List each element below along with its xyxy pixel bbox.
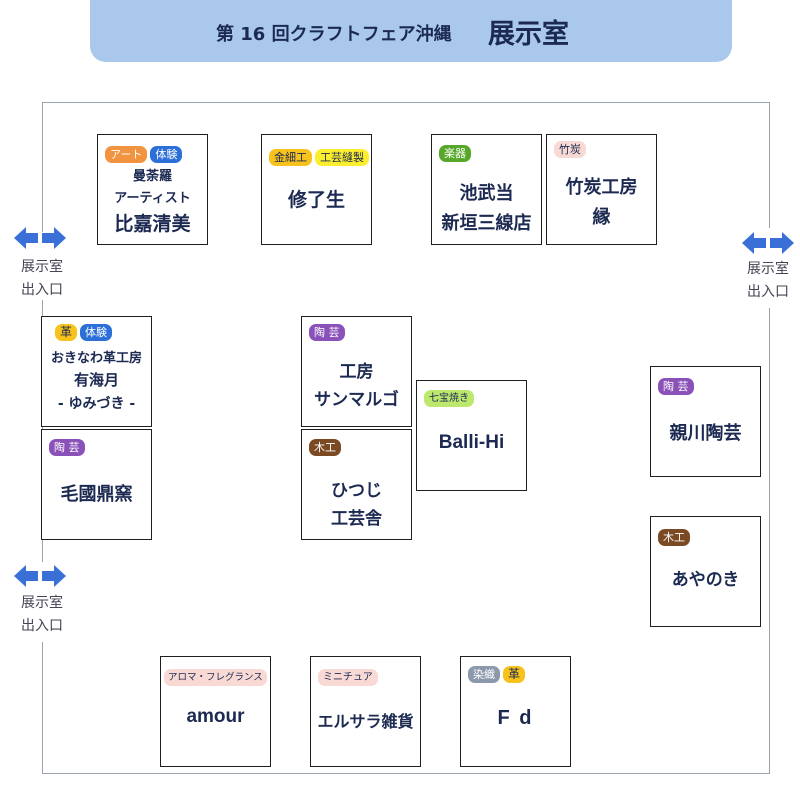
category-tag: 体験 <box>80 324 113 341</box>
booth-arakaki-sanshin[interactable]: 楽器 池武当 新垣三線店 <box>431 134 542 245</box>
booth-name-line: 有海月 <box>73 371 119 389</box>
category-tag: 革 <box>503 666 526 683</box>
booth-name-line: サンマルゴ <box>314 390 399 410</box>
booth-f-d[interactable]: 染織 革 F d <box>460 656 571 767</box>
booth-amour[interactable]: アロマ・フレグランス amour <box>160 656 271 767</box>
booth-name-line: 工房 <box>339 362 374 382</box>
header-banner: 第 16 回クラフトフェア沖縄 展示室 <box>90 0 732 62</box>
double-arrow-icon <box>742 232 794 254</box>
booth-yumizuki[interactable]: 革 体験 おきなわ革工房 有海月 - ゆみづき - <box>41 316 152 427</box>
exit-label-left-lower: 展示室出入口 <box>21 595 63 634</box>
entrance-gap-left-upper <box>38 232 48 300</box>
booth-name-line: おきなわ革工房 <box>50 351 142 366</box>
booth-name-line: amour <box>186 706 245 727</box>
exit-label-right: 展示室出入口 <box>747 261 789 300</box>
category-tag: 体験 <box>150 146 183 163</box>
booth-mokokutei-gama[interactable]: 陶 芸 毛國鼎窯 <box>41 429 152 540</box>
category-tag: 陶 芸 <box>309 324 345 341</box>
booth-name-line: 曼荼羅 <box>132 169 172 184</box>
category-tag: アート <box>105 146 148 163</box>
booth-name-line: F d <box>497 707 534 729</box>
booth-name-line: Balli-Hi <box>438 432 505 453</box>
booth-shuuryousei[interactable]: 金細工 工芸縫製 修了生 <box>261 134 372 245</box>
booth-oyakawa-tougei[interactable]: 陶 芸 親川陶芸 <box>650 366 761 477</box>
category-tag: 陶 芸 <box>49 439 85 456</box>
booth-name-line: 毛國鼎窯 <box>60 484 133 505</box>
booth-name-line: アーティスト <box>114 191 191 206</box>
booth-ayanoki[interactable]: 木工 あやのき <box>650 516 761 627</box>
booth-sanmarugo[interactable]: 陶 芸 工房 サンマルゴ <box>301 316 412 427</box>
booth-name-line: 親川陶芸 <box>669 423 742 444</box>
double-arrow-icon <box>14 227 66 249</box>
category-tag: 金細工 <box>269 149 312 166</box>
exit-label-left-upper: 展示室出入口 <box>21 259 63 298</box>
booth-name-line: 比嘉清美 <box>114 213 191 235</box>
booth-name-line: 竹炭工房 <box>565 177 638 198</box>
category-tag: 染織 <box>468 666 500 683</box>
category-tag: 革 <box>55 324 78 341</box>
entrance-gap-left-lower <box>38 562 48 642</box>
category-tag: 楽器 <box>439 145 471 162</box>
category-tag: 木工 <box>309 439 341 456</box>
category-tag: 竹炭 <box>554 141 586 158</box>
booth-name-line: あやのき <box>671 570 740 590</box>
entrance-gap-right <box>764 228 774 308</box>
booth-balli-hi[interactable]: 七宝焼き Balli-Hi <box>416 380 527 491</box>
category-tag: 陶 芸 <box>658 378 694 395</box>
booth-name-line: 修了生 <box>287 189 345 211</box>
category-tag: 七宝焼き <box>424 390 474 407</box>
booth-name-line: 新垣三線店 <box>441 213 532 234</box>
category-tag: ミニチュア <box>318 669 378 686</box>
booth-name-line: 工芸舎 <box>331 509 382 529</box>
booth-name-line: ひつじ <box>331 481 382 501</box>
category-tag: アロマ・フレグランス <box>164 669 267 686</box>
booth-name-line: 池武当 <box>459 183 514 204</box>
booth-higa-kiyomi[interactable]: アート 体験 曼荼羅 アーティスト 比嘉清美 <box>97 134 208 245</box>
category-tag: 木工 <box>658 529 690 546</box>
room-title: 展示室 <box>488 19 569 50</box>
booth-name-line: 縁 <box>592 207 611 228</box>
booth-chikutan-koubou[interactable]: 竹炭 竹炭工房 縁 <box>546 134 657 245</box>
booth-hitsuji-kougeisha[interactable]: 木工 ひつじ 工芸舎 <box>301 429 412 540</box>
event-title: 第 16 回クラフトフェア沖縄 <box>216 24 452 45</box>
booth-elsara-zakka[interactable]: ミニチュア エルサラ雑貨 <box>310 656 421 767</box>
double-arrow-icon <box>14 565 66 587</box>
booth-name-line: - ゆみづき - <box>57 396 136 412</box>
booth-name-line: エルサラ雑貨 <box>317 712 414 731</box>
category-tag: 工芸縫製 <box>315 149 369 166</box>
